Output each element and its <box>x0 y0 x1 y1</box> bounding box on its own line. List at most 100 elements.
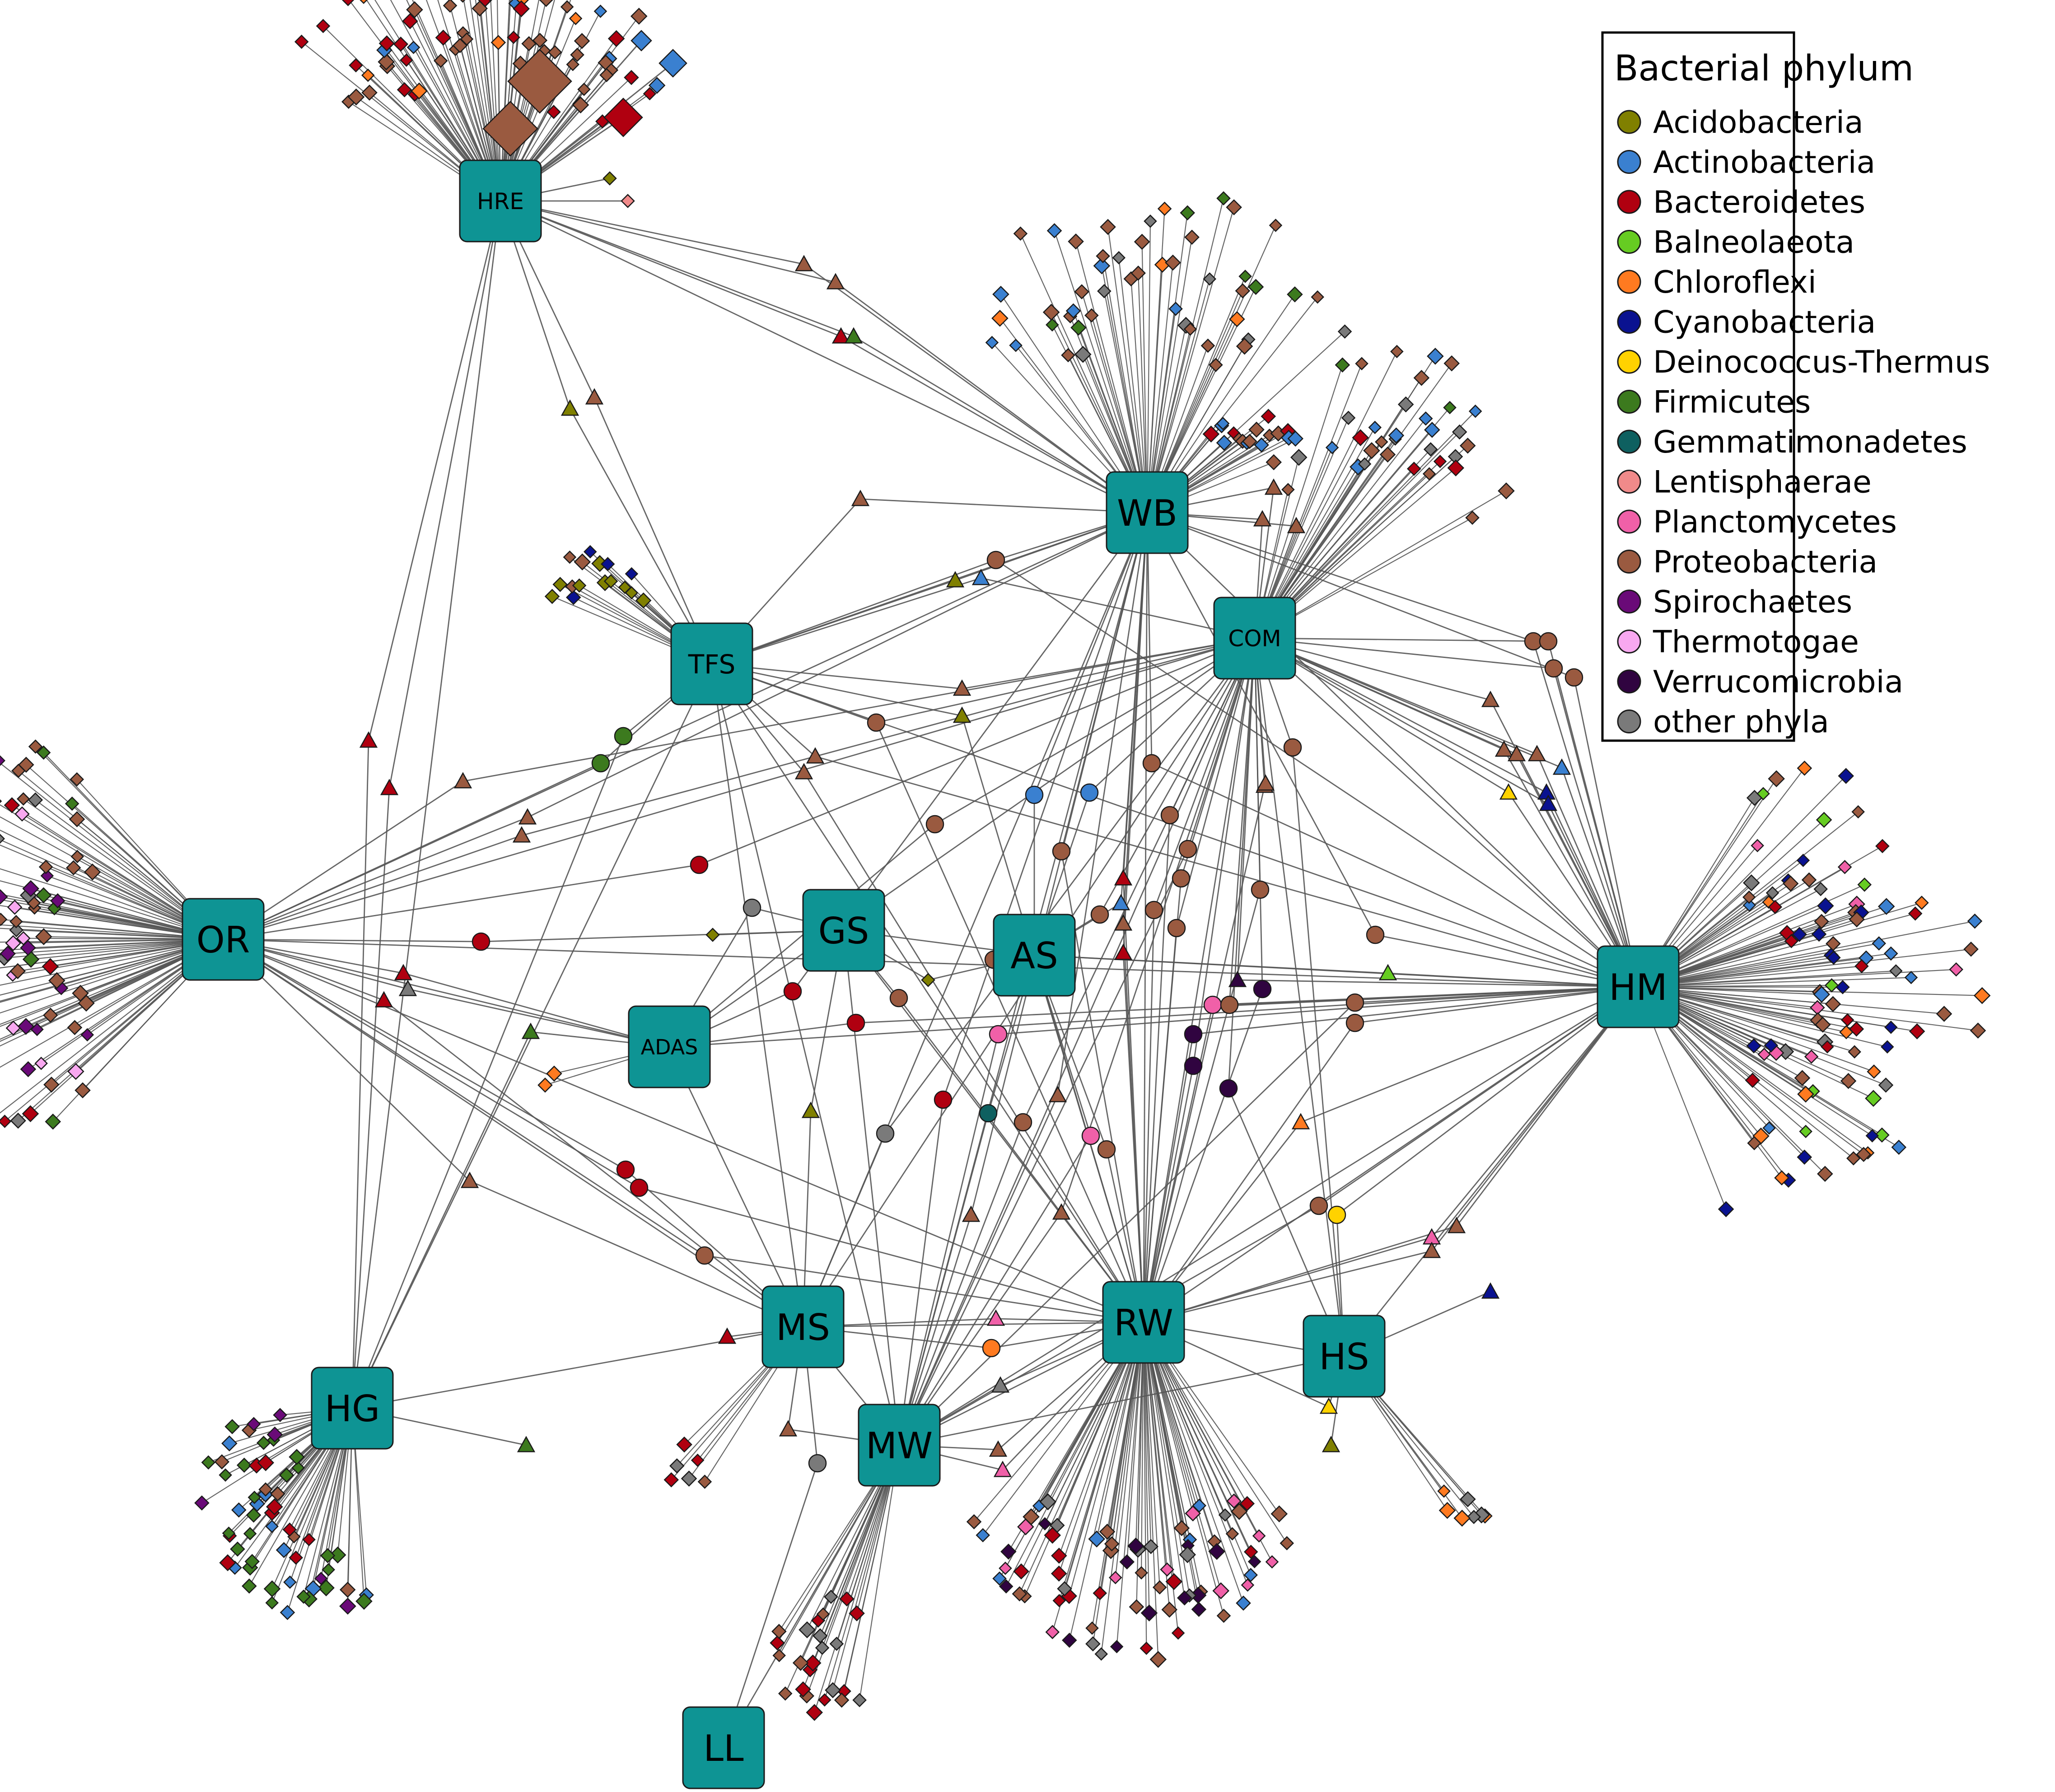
edge <box>1146 225 1276 513</box>
otu-diamond-node <box>1865 1129 1879 1143</box>
otu-diamond-node <box>691 1453 705 1467</box>
otu-diamond-node <box>546 105 561 119</box>
otu-diamond-node <box>9 923 23 938</box>
otu-diamond-node <box>577 83 591 96</box>
otu-diamond-node <box>1085 1636 1101 1652</box>
otu-diamond-node <box>0 755 5 766</box>
otu-diamond-node <box>1814 914 1829 929</box>
otu-circle-node <box>846 1013 865 1032</box>
otu-diamond-node <box>393 37 409 52</box>
hub-label: MS <box>776 1307 830 1349</box>
otu-diamond-node <box>1804 1049 1819 1064</box>
otu-diamond-node <box>361 84 378 101</box>
edge <box>1354 986 1639 1024</box>
edge <box>223 817 528 940</box>
edge <box>1143 1004 1214 1323</box>
edge <box>0 938 224 943</box>
legend-label: Firmicutes <box>1653 385 1811 420</box>
otu-diamond-node <box>266 1498 283 1516</box>
otu-diamond-node <box>34 1056 48 1070</box>
otu-diamond-node <box>72 985 89 1002</box>
otu-diamond-node <box>339 1582 356 1598</box>
edge <box>1228 638 1256 1089</box>
otu-diamond-node <box>265 1596 279 1610</box>
legend-swatch <box>1617 390 1641 414</box>
otu-diamond-node <box>521 36 537 51</box>
otu-diamond-node <box>1068 233 1084 250</box>
otu-diamond-node <box>38 859 53 874</box>
otu-diamond-node <box>1168 302 1183 316</box>
edge <box>351 736 624 1409</box>
edge <box>1573 677 1639 987</box>
legend-item: Gemmatimonadetes <box>1617 425 1967 460</box>
edge <box>1143 989 1263 1323</box>
otu-diamond-node <box>1013 226 1028 241</box>
otu-diamond-node <box>1013 1563 1029 1580</box>
edge <box>500 200 841 337</box>
edge <box>1060 638 1256 1213</box>
otu-diamond-node <box>818 1693 831 1707</box>
edge <box>1143 638 1256 1323</box>
otu-diamond-node <box>1269 219 1283 232</box>
otu-diamond-node <box>1112 251 1126 265</box>
otu-diamond-node <box>1218 1508 1232 1522</box>
legend-label: Lentisphaerae <box>1653 465 1872 500</box>
edge <box>1228 1088 1345 1357</box>
otu-diamond-node <box>1849 1021 1864 1037</box>
edge <box>1343 986 1639 1357</box>
edge <box>1375 934 1639 988</box>
edge <box>223 938 1639 988</box>
edge <box>899 986 1639 1446</box>
otu-diamond-node <box>4 797 20 813</box>
otu-diamond-node <box>1813 882 1828 896</box>
legend-item: Lentisphaerae <box>1617 465 1872 500</box>
otu-diamond-node <box>17 1017 35 1035</box>
edge <box>1292 747 1345 1357</box>
otu-diamond-node <box>1839 1025 1854 1040</box>
edge <box>1143 1322 1185 1598</box>
edge <box>1143 512 1148 1323</box>
legend-item: Thermotogae <box>1617 625 1859 660</box>
otu-diamond-node <box>804 1654 822 1672</box>
otu-diamond-node <box>339 1597 356 1615</box>
otu-triangle-node <box>560 399 579 416</box>
otu-diamond-node <box>1856 1147 1872 1162</box>
otu-diamond-node <box>230 1541 245 1557</box>
otu-diamond-node <box>0 1115 12 1128</box>
otu-triangle-node <box>946 571 965 588</box>
otu-triangle-node <box>1253 510 1272 527</box>
otu-triangle-node <box>1256 774 1275 791</box>
edge <box>1254 637 1547 793</box>
otu-diamond-node <box>270 1486 285 1502</box>
otu-diamond-node <box>1797 1149 1812 1165</box>
otu-diamond-node <box>1104 1536 1120 1552</box>
otu-diamond-node <box>361 68 375 82</box>
edge <box>1638 969 1957 988</box>
otu-diamond-node <box>1854 959 1869 974</box>
edge <box>0 938 224 1003</box>
otu-triangle-node <box>453 772 472 789</box>
otu-diamond-node <box>1051 1548 1067 1564</box>
otu-diamond-node <box>1165 1573 1183 1590</box>
otu-diamond-node <box>770 1635 785 1651</box>
otu-triangle-node <box>953 706 971 723</box>
otu-diamond-node <box>247 1417 261 1432</box>
hub-box <box>1213 597 1296 680</box>
otu-diamond-node <box>5 935 21 952</box>
edge <box>1057 512 1148 1096</box>
hub-box <box>858 1404 941 1487</box>
edge <box>469 1180 803 1328</box>
legend-label: Cyanobacteria <box>1653 305 1876 341</box>
otu-diamond-node <box>1742 890 1756 904</box>
otu-diamond-node <box>214 1454 230 1470</box>
otu-diamond-node <box>1742 898 1756 912</box>
otu-diamond-node <box>621 194 635 208</box>
otu-diamond-node <box>1363 442 1380 459</box>
edge <box>1058 1322 1144 1574</box>
otu-diamond-node <box>599 68 614 83</box>
otu-diamond-node <box>302 1533 316 1546</box>
otu-diamond-node <box>1287 286 1303 303</box>
otu-diamond-node <box>1756 787 1770 801</box>
otu-diamond-node <box>1872 936 1886 951</box>
otu-diamond-node <box>795 1681 811 1698</box>
